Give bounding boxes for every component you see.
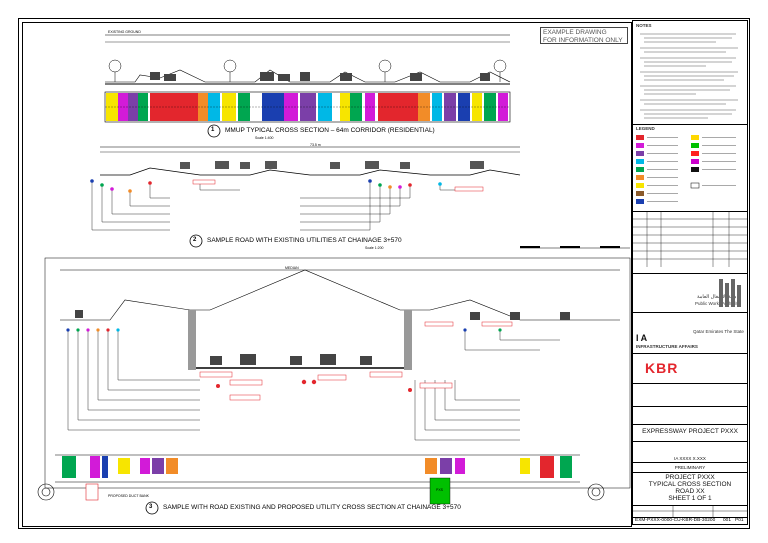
affairs-name: INFRASTRUCTURE AFFAIRS xyxy=(636,344,698,349)
s3-vehicles xyxy=(75,310,570,365)
s3-ground xyxy=(60,269,620,321)
s3-pxs-label: PXS xyxy=(436,488,444,492)
s3-red-tags xyxy=(199,321,513,401)
s3-utility-strip xyxy=(55,454,580,505)
stamp-line-2: FOR INFORMATION ONLY xyxy=(543,37,623,44)
drawing-title-3: ROAD XX xyxy=(675,488,705,495)
stamp-line-1: EXAMPLE DRAWING xyxy=(543,29,607,36)
authority-arabic: هيئة الأشغال العامة xyxy=(697,294,737,300)
s2-red-tags xyxy=(192,179,484,192)
s2-scale: Scale 1:200 xyxy=(365,246,384,250)
drawing-title-4: SHEET 1 OF 1 xyxy=(668,495,712,502)
example-stamp: EXAMPLE DRAWING FOR INFORMATION ONLY xyxy=(540,27,628,44)
signature-grid xyxy=(633,505,747,517)
ia-logo: I A xyxy=(636,333,648,343)
s1-vehicles xyxy=(150,72,490,81)
s3-manholes xyxy=(37,483,605,501)
inner-border xyxy=(22,22,632,527)
drawing-status: PRELIMINARY xyxy=(674,465,706,470)
s3-title: SAMPLE WITH ROAD EXISTING AND PROPOSED U… xyxy=(163,504,461,511)
s3-leaders xyxy=(67,330,560,441)
s3-number: 3 xyxy=(149,504,153,510)
kbr-logo: KBR xyxy=(645,360,679,376)
s3-frame xyxy=(44,257,631,489)
s2-vehicles xyxy=(180,161,484,169)
drawing-title-2: TYPICAL CROSS SECTION xyxy=(648,481,732,488)
revision-table xyxy=(633,211,747,267)
s1-scale: Scale 1:400 xyxy=(255,136,274,140)
s1-callout-circle xyxy=(207,124,221,138)
s2-ground xyxy=(100,167,521,176)
s3-utility-markers xyxy=(66,328,502,392)
project-name: EXPRESSWAY PROJECT PXXX xyxy=(642,428,738,435)
sheet-number: 001 xyxy=(723,518,732,523)
s1-number: 1 xyxy=(211,127,215,133)
s1-utility-corridor xyxy=(104,91,511,123)
s3-wall-right xyxy=(404,310,412,370)
legend-swatches xyxy=(636,135,736,204)
notes-text-lines xyxy=(640,33,738,119)
authority-name: Public Works Authority xyxy=(695,301,740,306)
s2-callout-circle xyxy=(189,234,203,248)
scale-bar xyxy=(520,246,630,249)
s1-title: MMUP TYPICAL CROSS SECTION – 64m CORRIDO… xyxy=(225,127,435,134)
notes-heading: NOTES xyxy=(636,23,652,28)
s2-width-label: 73.5 m xyxy=(310,143,321,147)
s3-duct-label: PROPOSED DUCT BANK xyxy=(108,494,149,498)
state-name: Qatar Emirates The State xyxy=(693,329,744,334)
authority-logo xyxy=(719,279,741,307)
s1-ground-label: EXISTING GROUND xyxy=(108,30,141,34)
project-code: IA XXXX X.XXX xyxy=(674,456,706,461)
section-1-graphic xyxy=(104,34,511,138)
s2-leaders xyxy=(91,182,460,231)
section-2-graphic xyxy=(90,146,521,248)
revision: P01 xyxy=(735,518,744,523)
s3-median-label: MEDIAN xyxy=(285,266,299,270)
s2-title: SAMPLE ROAD WITH EXISTING UTILITIES AT C… xyxy=(207,237,402,244)
drawing-title-1: PROJECT PXXX xyxy=(665,474,715,481)
s2-number: 2 xyxy=(193,237,197,243)
s3-callout-circle xyxy=(145,501,159,515)
legend-heading: LEGEND xyxy=(636,126,655,131)
sheet-border xyxy=(18,18,750,529)
title-block: NOTES LEGEND xyxy=(632,20,748,525)
section-3-graphic xyxy=(37,257,631,515)
s1-trees xyxy=(108,59,507,82)
s2-utility-markers xyxy=(90,179,442,193)
s3-wall-left xyxy=(188,310,196,370)
drawing-number: EXM-PXXX-0000-CU-KBR-DB-30200 xyxy=(635,518,716,523)
